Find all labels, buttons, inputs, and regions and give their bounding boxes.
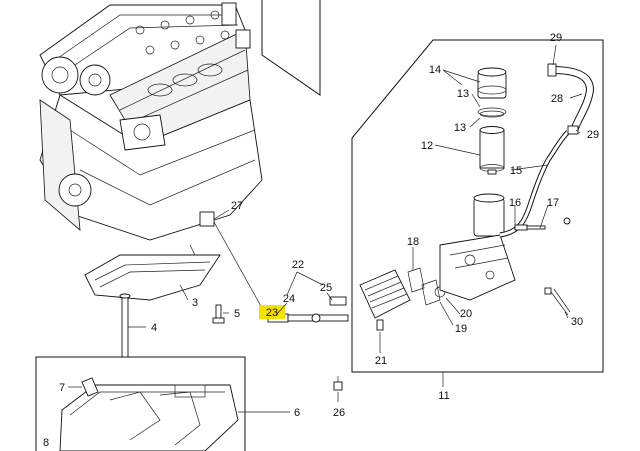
cooler-gaskets bbox=[407, 267, 446, 306]
callout-17: 17 bbox=[547, 197, 559, 209]
callout-28: 28 bbox=[551, 93, 563, 105]
callout-23: 23 bbox=[266, 307, 278, 319]
clamp-29-top bbox=[547, 63, 557, 77]
callout-13-a: 13 bbox=[457, 88, 469, 100]
clamp-29-bottom bbox=[567, 125, 579, 135]
oil-cooler-group-frame bbox=[351, 39, 604, 373]
callout-18: 18 bbox=[407, 236, 419, 248]
callout-26: 26 bbox=[333, 407, 345, 419]
callout-4: 4 bbox=[151, 322, 157, 334]
bolt-17 bbox=[514, 217, 571, 231]
oil-pan-group-frame bbox=[35, 356, 246, 451]
callout-25: 25 bbox=[320, 282, 332, 294]
callout-27: 27 bbox=[231, 200, 243, 212]
bolt-5 bbox=[212, 304, 225, 324]
callout-7: 7 bbox=[59, 382, 65, 394]
pipe-bracket-line bbox=[213, 221, 263, 309]
engine-group-frame bbox=[261, 0, 321, 96]
callout-21: 21 bbox=[375, 355, 387, 367]
callout-14: 14 bbox=[429, 64, 441, 76]
oil-filter-element bbox=[479, 126, 505, 175]
oil-filter-housing bbox=[439, 193, 516, 301]
oil-pan bbox=[59, 384, 239, 451]
callout-19: 19 bbox=[455, 323, 467, 335]
callout-16: 16 bbox=[509, 197, 521, 209]
o-ring-13 bbox=[477, 107, 507, 118]
bolt-26 bbox=[333, 376, 343, 391]
callout-13-b: 13 bbox=[454, 122, 466, 134]
highlight-23 bbox=[259, 305, 285, 319]
callout-29-top: 29 bbox=[550, 32, 562, 44]
oil-filter-cap bbox=[477, 67, 507, 99]
callout-6: 6 bbox=[294, 407, 300, 419]
windage-tray bbox=[84, 244, 221, 301]
coolant-pipe-16 bbox=[499, 130, 570, 238]
callout-5: 5 bbox=[234, 308, 240, 320]
hose-28 bbox=[551, 66, 595, 130]
callout-24: 24 bbox=[283, 293, 295, 305]
bolt-30 bbox=[544, 287, 571, 316]
callout-3: 3 bbox=[192, 297, 198, 309]
engine-block bbox=[39, 2, 263, 241]
oil-pump-pickup-tube bbox=[119, 293, 131, 358]
callout-30: 30 bbox=[571, 316, 583, 328]
callout-20: 20 bbox=[460, 308, 472, 320]
leader-lines bbox=[68, 44, 583, 413]
callout-29-bottom: 29 bbox=[587, 129, 599, 141]
callout-15: 15 bbox=[510, 165, 522, 177]
oil-cooler bbox=[359, 269, 411, 331]
callout-8: 8 bbox=[43, 437, 49, 449]
callout-22: 22 bbox=[292, 259, 304, 271]
callouts: 29 28 29 14 13 13 12 15 16 17 18 27 22 2… bbox=[43, 32, 599, 449]
drain-plug-7 bbox=[81, 377, 99, 397]
callout-11: 11 bbox=[438, 390, 449, 402]
oil-pipe-assembly bbox=[258, 296, 349, 347]
callout-12: 12 bbox=[421, 140, 433, 152]
